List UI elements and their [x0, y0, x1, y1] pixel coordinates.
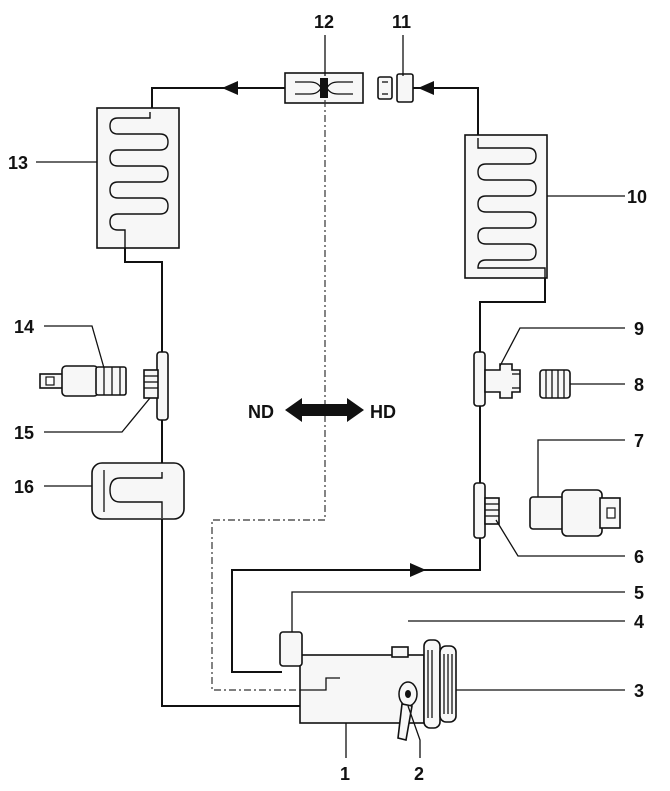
- callout-1: 1: [340, 764, 350, 784]
- callout-11: 11: [392, 12, 411, 32]
- low-pressure-label: ND: [248, 402, 274, 422]
- callout-4: 4: [634, 612, 644, 632]
- callout-9: 9: [634, 319, 644, 339]
- callout-13: 13: [8, 153, 28, 173]
- callout-10: 10: [627, 187, 647, 207]
- condenser: [464, 134, 548, 279]
- callout-3: 3: [634, 681, 644, 701]
- flow-arrow-top-left: [222, 81, 238, 95]
- high-pressure-label: HD: [370, 402, 396, 422]
- flow-arrow-discharge: [410, 563, 426, 577]
- callout-15: 15: [14, 423, 34, 443]
- compressor-control-valve: [397, 681, 418, 741]
- magnetic-clutch: [423, 639, 457, 729]
- callout-7: 7: [634, 431, 644, 451]
- callout-6: 6: [634, 547, 644, 567]
- callout-2: 2: [414, 764, 424, 784]
- pressure-side-arrow: [285, 398, 364, 422]
- flow-arrows: [222, 81, 434, 577]
- callout-numbers: 1 2 3 4 5 6 7 8 9 10 11 12 13 14 15 16: [8, 12, 647, 784]
- leader-lines: [36, 35, 625, 758]
- callout-12: 12: [314, 12, 334, 32]
- callout-16: 16: [14, 477, 34, 497]
- high-pressure-switch: [529, 489, 621, 537]
- callout-14: 14: [14, 317, 34, 337]
- service-valve-cap: [539, 369, 571, 399]
- refrigerant-lines: [124, 87, 546, 707]
- accumulator: [91, 462, 185, 520]
- high-pressure-port: [473, 482, 500, 539]
- expansion-valve: [284, 72, 364, 104]
- control-line: [211, 100, 326, 691]
- callout-8: 8: [634, 375, 644, 395]
- low-pressure-service-port: [143, 351, 169, 421]
- high-pressure-service-valve: [473, 351, 521, 407]
- flow-arrow-top-right: [418, 81, 434, 95]
- evaporator: [96, 107, 180, 249]
- callout-5: 5: [634, 583, 644, 603]
- restrictor-fittings: [377, 73, 414, 103]
- low-pressure-switch: [39, 365, 127, 397]
